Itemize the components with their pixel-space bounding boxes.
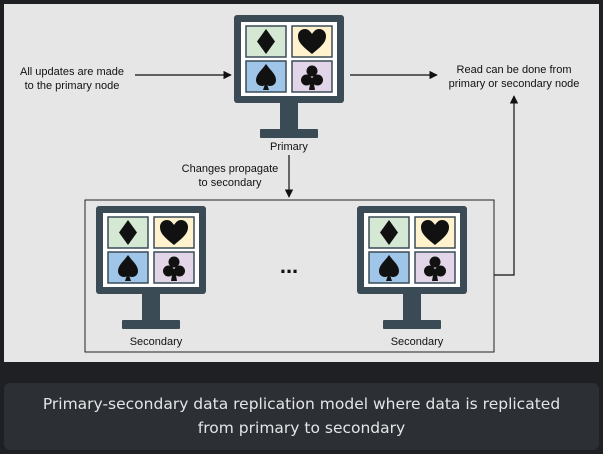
ellipsis: ...	[280, 253, 298, 278]
left-note-line1: All updates are made	[20, 66, 124, 78]
caption-box	[4, 383, 599, 450]
propagate-line2: to secondary	[199, 177, 262, 189]
right-note-line1: Read can be done from	[457, 64, 572, 76]
caption: Primary-secondary data replication model…	[20, 392, 583, 440]
caption-line1: Primary-secondary data replication model…	[42, 395, 561, 413]
secondary-read-arrow	[494, 95, 519, 276]
secondary-label-2: Secondary	[391, 336, 444, 348]
left-note-line2: to the primary node	[25, 80, 120, 92]
caption-line2: from primary to secondary	[197, 419, 406, 437]
propagate-line1: Changes propagate	[182, 163, 279, 175]
secondary-label-1: Secondary	[130, 336, 183, 348]
right-note-line2: primary or secondary node	[449, 78, 580, 90]
primary-label: Primary	[270, 141, 308, 153]
secondary-group-box	[84, 199, 495, 353]
